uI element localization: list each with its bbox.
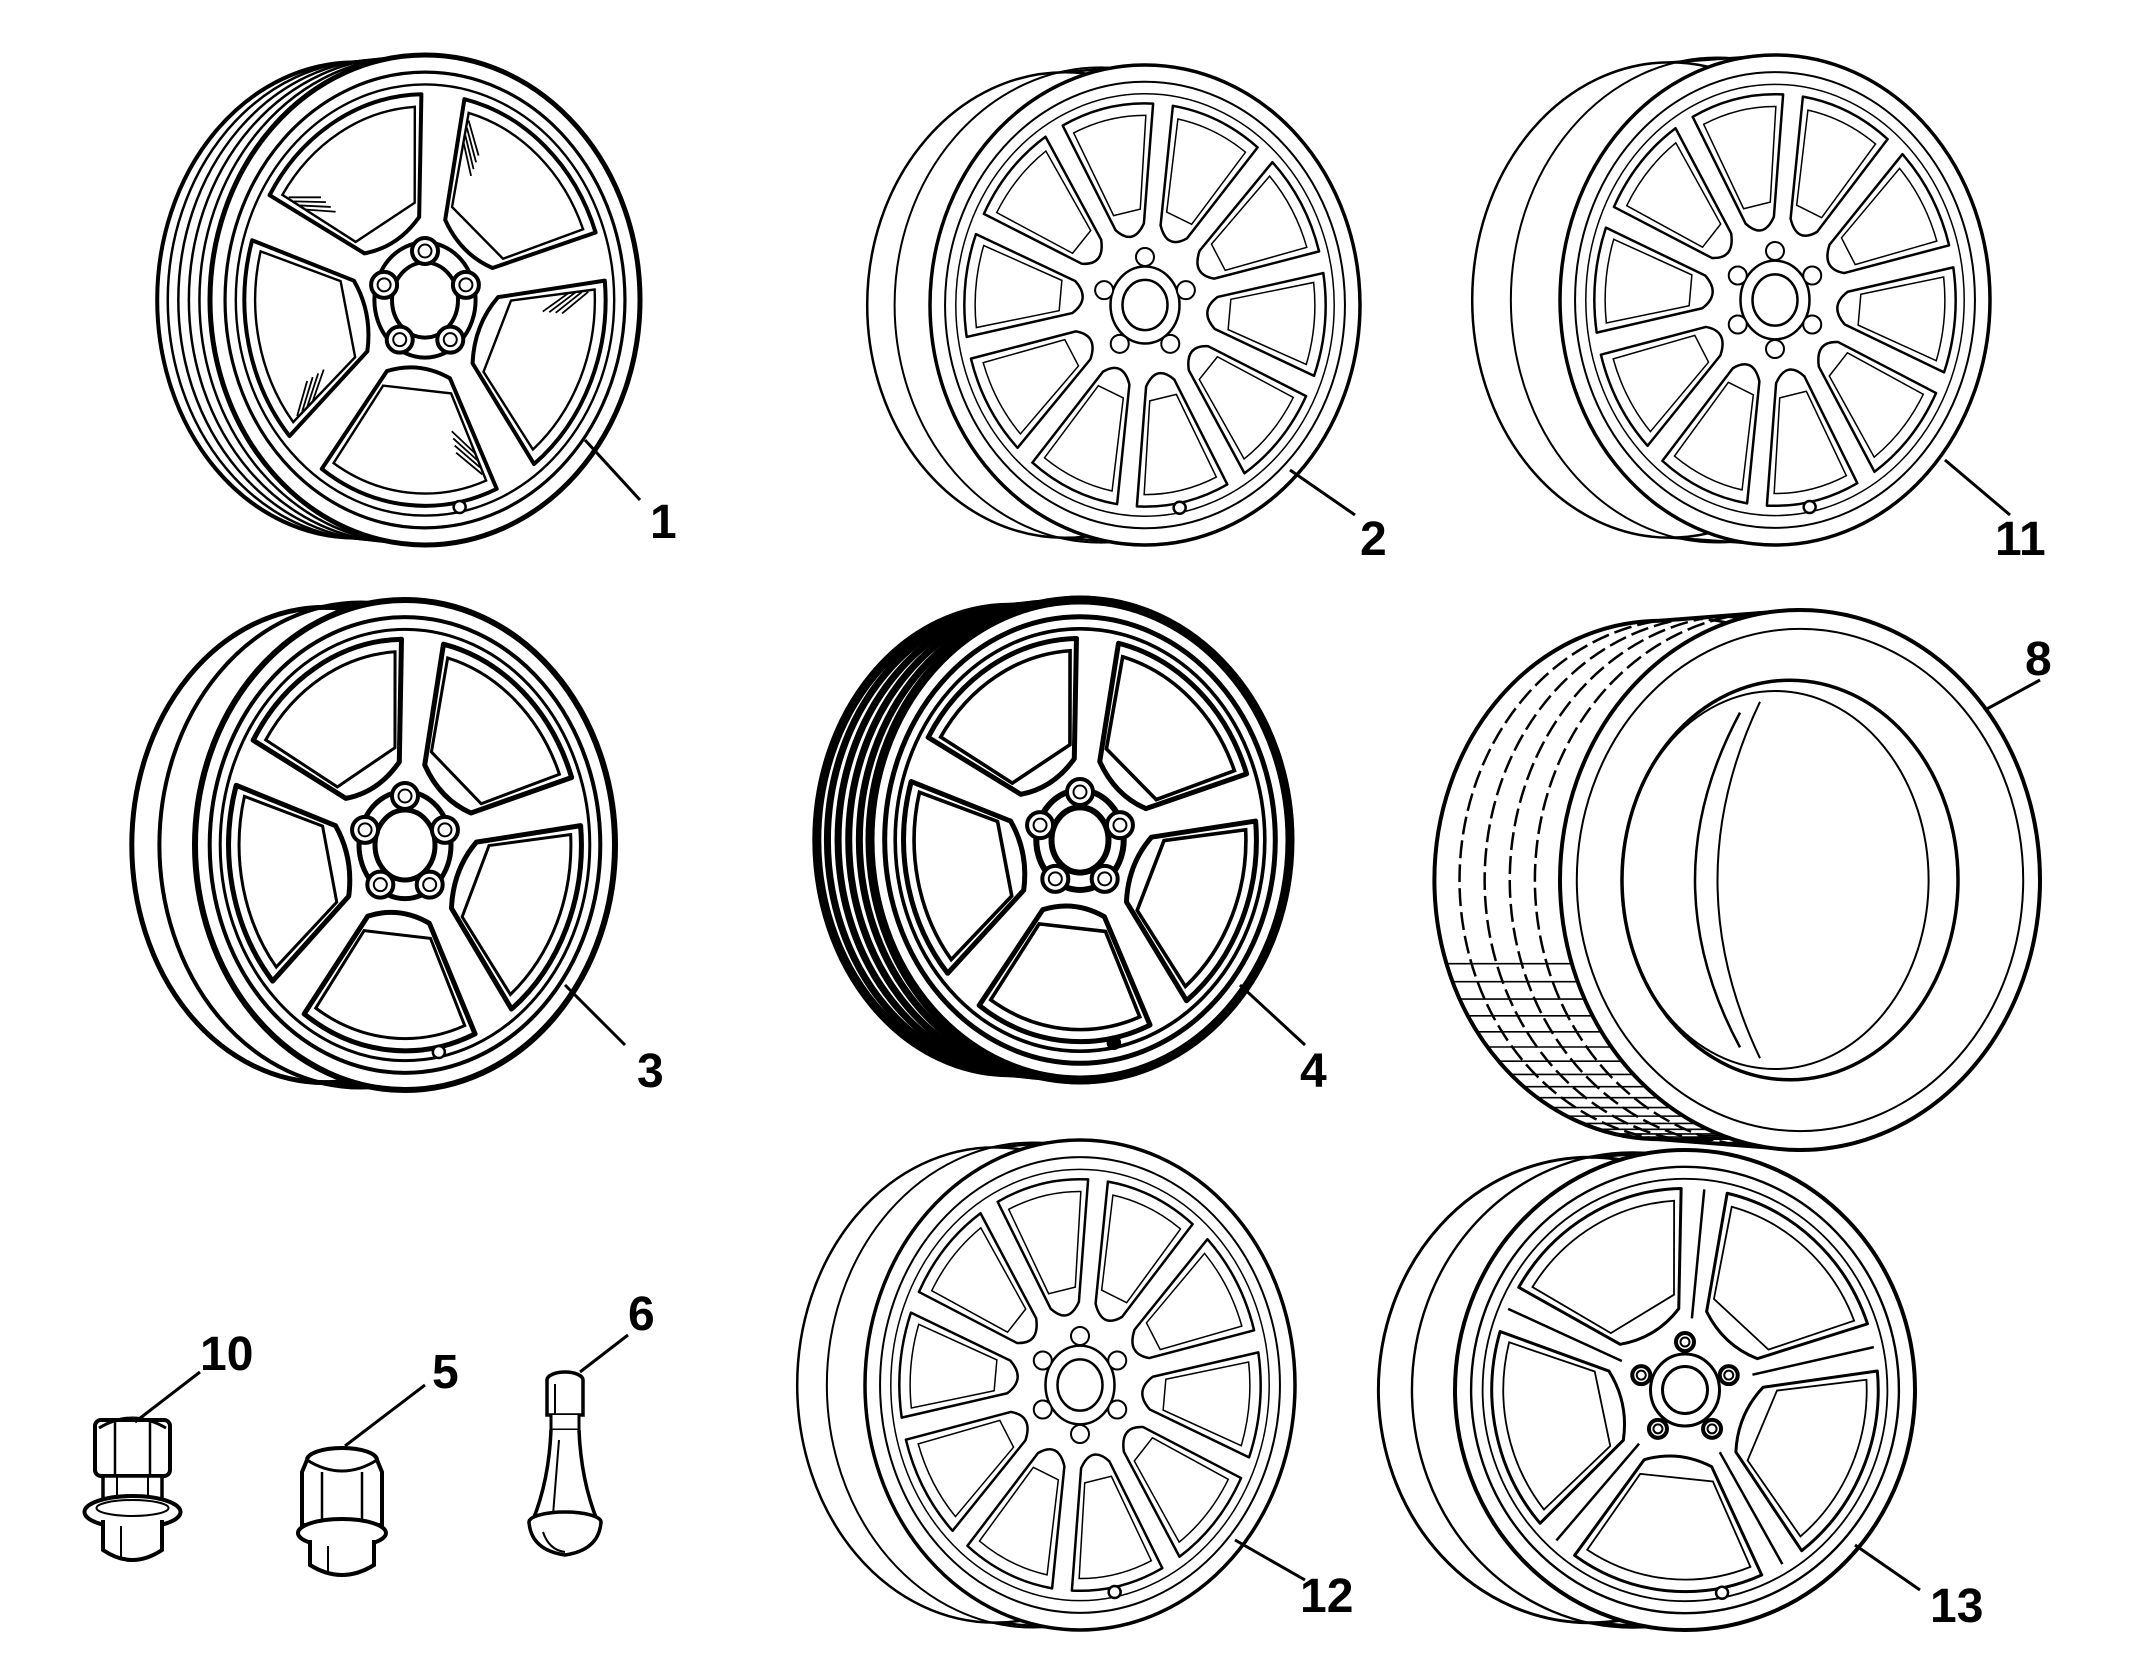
lug-nut-10-icon [82,1416,183,1562]
leader-line-5 [344,1383,426,1448]
leader-line-6 [579,1333,629,1374]
callout-2: 2 [1360,513,1387,566]
leader-line-13 [1854,1543,1921,1592]
leader-line-11 [1944,458,2011,517]
leader-line-8 [1984,678,2041,712]
wheel-11-icon [1470,53,1992,547]
wheel-4-icon [812,595,1295,1085]
wheel-2-icon [865,63,1362,547]
callout-6: 6 [628,1288,655,1341]
callout-12: 12 [1300,1570,1353,1623]
wheel-1-icon [155,52,643,548]
tire-8-icon [1432,608,2042,1152]
callout-11: 11 [1995,513,2046,566]
callout-8: 8 [2025,633,2052,686]
wheel-13-icon [1376,1148,1917,1632]
callout-10: 10 [200,1328,253,1381]
leader-line-4 [1238,983,1307,1047]
wheel-12-icon [795,1138,1297,1632]
callout-4: 4 [1300,1045,1327,1098]
callout-5: 5 [432,1346,459,1399]
leader-line-2 [1289,468,1356,517]
wheel-3-icon [129,597,618,1093]
callout-1: 1 [650,496,677,549]
leader-line-12 [1234,1538,1306,1582]
leader-line-10 [134,1370,201,1424]
callout-3: 3 [637,1045,664,1098]
valve-stem-6-icon [527,1370,603,1557]
leader-line-1 [583,438,642,502]
callout-13: 13 [1930,1580,1983,1633]
leader-line-3 [563,983,627,1047]
lug-nut-5-icon [296,1446,388,1577]
